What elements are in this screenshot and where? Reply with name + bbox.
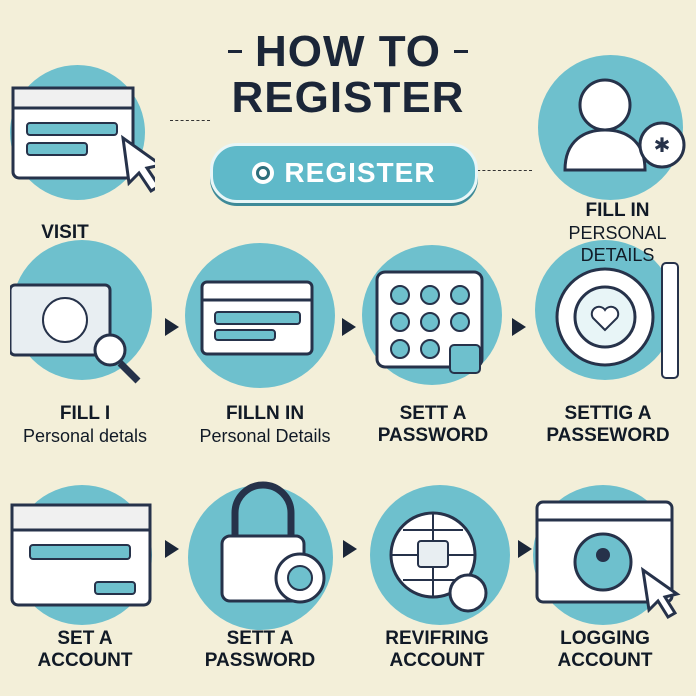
svg-text:✱: ✱ — [654, 135, 671, 157]
step-label: VISIT — [41, 222, 89, 243]
lock-icon — [220, 481, 326, 604]
connector-line — [170, 120, 210, 171]
account-window-icon — [10, 503, 152, 607]
arrow-icon — [343, 540, 357, 558]
title-decoration — [228, 50, 242, 53]
register-icon — [252, 162, 275, 184]
keypad-icon — [375, 270, 484, 374]
arrow-icon — [165, 540, 179, 558]
register-button[interactable]: REGISTER — [210, 143, 478, 203]
connector-line — [472, 170, 532, 171]
user-icon: ✱ — [563, 78, 686, 172]
arrow-icon — [518, 540, 532, 558]
form-window-icon — [200, 280, 314, 356]
arrow-icon — [342, 318, 356, 336]
register-button-label: REGISTER — [284, 157, 436, 188]
page-title: HOW TO — [254, 27, 442, 76]
arrow-icon — [512, 318, 526, 336]
arrow-icon — [165, 318, 179, 336]
title-decoration — [454, 50, 468, 53]
login-window-icon — [535, 500, 681, 620]
heart-dial-icon — [555, 262, 679, 379]
search-window-icon — [10, 283, 141, 384]
browser-icon — [11, 86, 155, 194]
page-title-line2: REGISTER — [231, 73, 465, 122]
globe-verify-icon — [389, 511, 488, 613]
